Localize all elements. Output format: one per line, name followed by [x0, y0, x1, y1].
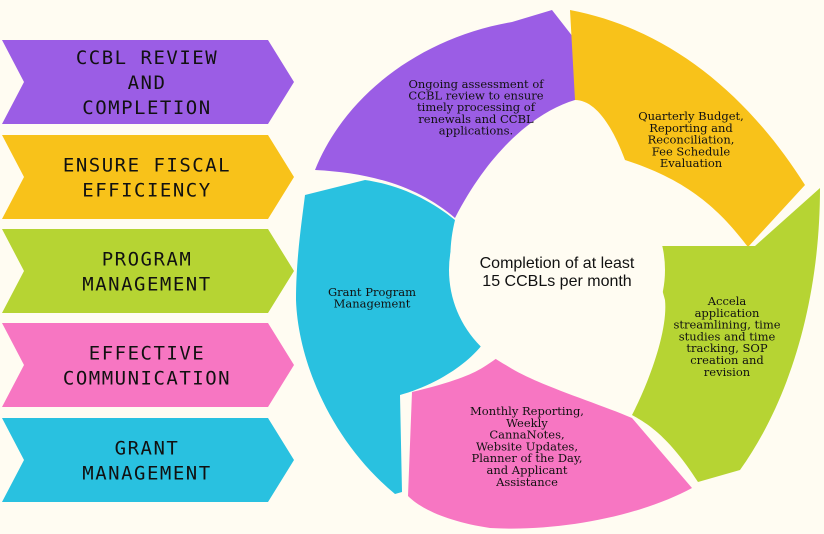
- chevron-label: ENSURE FISCAL: [63, 154, 231, 176]
- cycle-segment-2: Quarterly Budget,Reporting andReconcilia…: [570, 10, 805, 247]
- segment-text: Management: [334, 297, 411, 311]
- chevron-label: GRANT: [115, 437, 180, 459]
- segment-shape: [315, 10, 605, 218]
- center-circle: [449, 162, 665, 378]
- segment-text: Planner of the Day,: [471, 451, 582, 465]
- segment-text: creation and: [690, 353, 764, 367]
- chevron-1: CCBL REVIEW AND COMPLETION: [2, 40, 294, 124]
- segment-text: Monthly Reporting,: [470, 404, 584, 418]
- segment-text: Grant Program: [328, 285, 416, 299]
- chevron-2: ENSURE FISCAL EFFICIENCY: [2, 135, 294, 219]
- segment-text: application: [695, 306, 760, 320]
- segment-text: Quarterly Budget,: [638, 109, 744, 123]
- segment-text: Fee Schedule: [652, 144, 731, 158]
- chevron-3: PROGRAM MANAGEMENT: [2, 229, 294, 313]
- chevron-label: MANAGEMENT: [82, 273, 211, 295]
- segment-shape: [296, 180, 482, 494]
- chevron-4: EFFECTIVE COMMUNICATION: [2, 323, 294, 407]
- chevron-list: CCBL REVIEW AND COMPLETION ENSURE FISCAL EFF…: [2, 40, 294, 502]
- chevron-label: MANAGEMENT: [82, 462, 211, 484]
- segment-text: Website Updates,: [476, 439, 578, 453]
- segment-text: CannaNotes,: [489, 428, 564, 442]
- chevron-shape: [2, 418, 294, 502]
- segment-text: applications.: [439, 123, 513, 137]
- segment-text: tracking, SOP: [686, 341, 767, 355]
- center-text: Completion of at least: [480, 255, 635, 272]
- segment-text: streamlining, time: [673, 318, 780, 332]
- segment-text: Ongoing assessment of: [408, 77, 544, 91]
- chevron-shape: [2, 323, 294, 407]
- segment-text: renewals and CCBL: [418, 112, 534, 126]
- segment-text: studies and time: [679, 329, 776, 343]
- segment-text: Reporting and: [649, 121, 733, 135]
- chevron-label: CCBL REVIEW: [76, 47, 218, 69]
- chevron-label: PROGRAM: [102, 248, 193, 270]
- segment-text: Weekly: [506, 416, 548, 430]
- chevron-label: COMMUNICATION: [63, 367, 231, 389]
- chevron-shape: [2, 229, 294, 313]
- segment-text: Reconciliation,: [648, 133, 735, 147]
- segment-shape: [632, 188, 820, 482]
- chevron-label: COMPLETION: [82, 97, 211, 119]
- chevron-label: AND: [128, 72, 167, 94]
- chevron-shape: [2, 135, 294, 219]
- cycle-segment-4: Monthly Reporting,WeeklyCannaNotes,Websi…: [408, 358, 692, 529]
- segment-text: Evaluation: [660, 156, 723, 170]
- segment-text: Accela: [707, 294, 747, 308]
- chevron-shape: [2, 40, 294, 124]
- chevron-label: EFFICIENCY: [82, 179, 211, 201]
- segment-text: timely processing of: [417, 100, 536, 114]
- chevron-label: EFFECTIVE: [89, 342, 205, 364]
- segment-text: Assistance: [495, 475, 558, 489]
- segment-shape: [408, 358, 692, 529]
- segment-text: and Applicant: [487, 463, 568, 477]
- segment-text: CCBL review to ensure: [408, 89, 543, 103]
- segment-shape: [570, 10, 805, 247]
- chevron-5: GRANT MANAGEMENT: [2, 418, 294, 502]
- segment-text: revision: [704, 365, 751, 379]
- center-text: 15 CCBLs per month: [482, 273, 631, 290]
